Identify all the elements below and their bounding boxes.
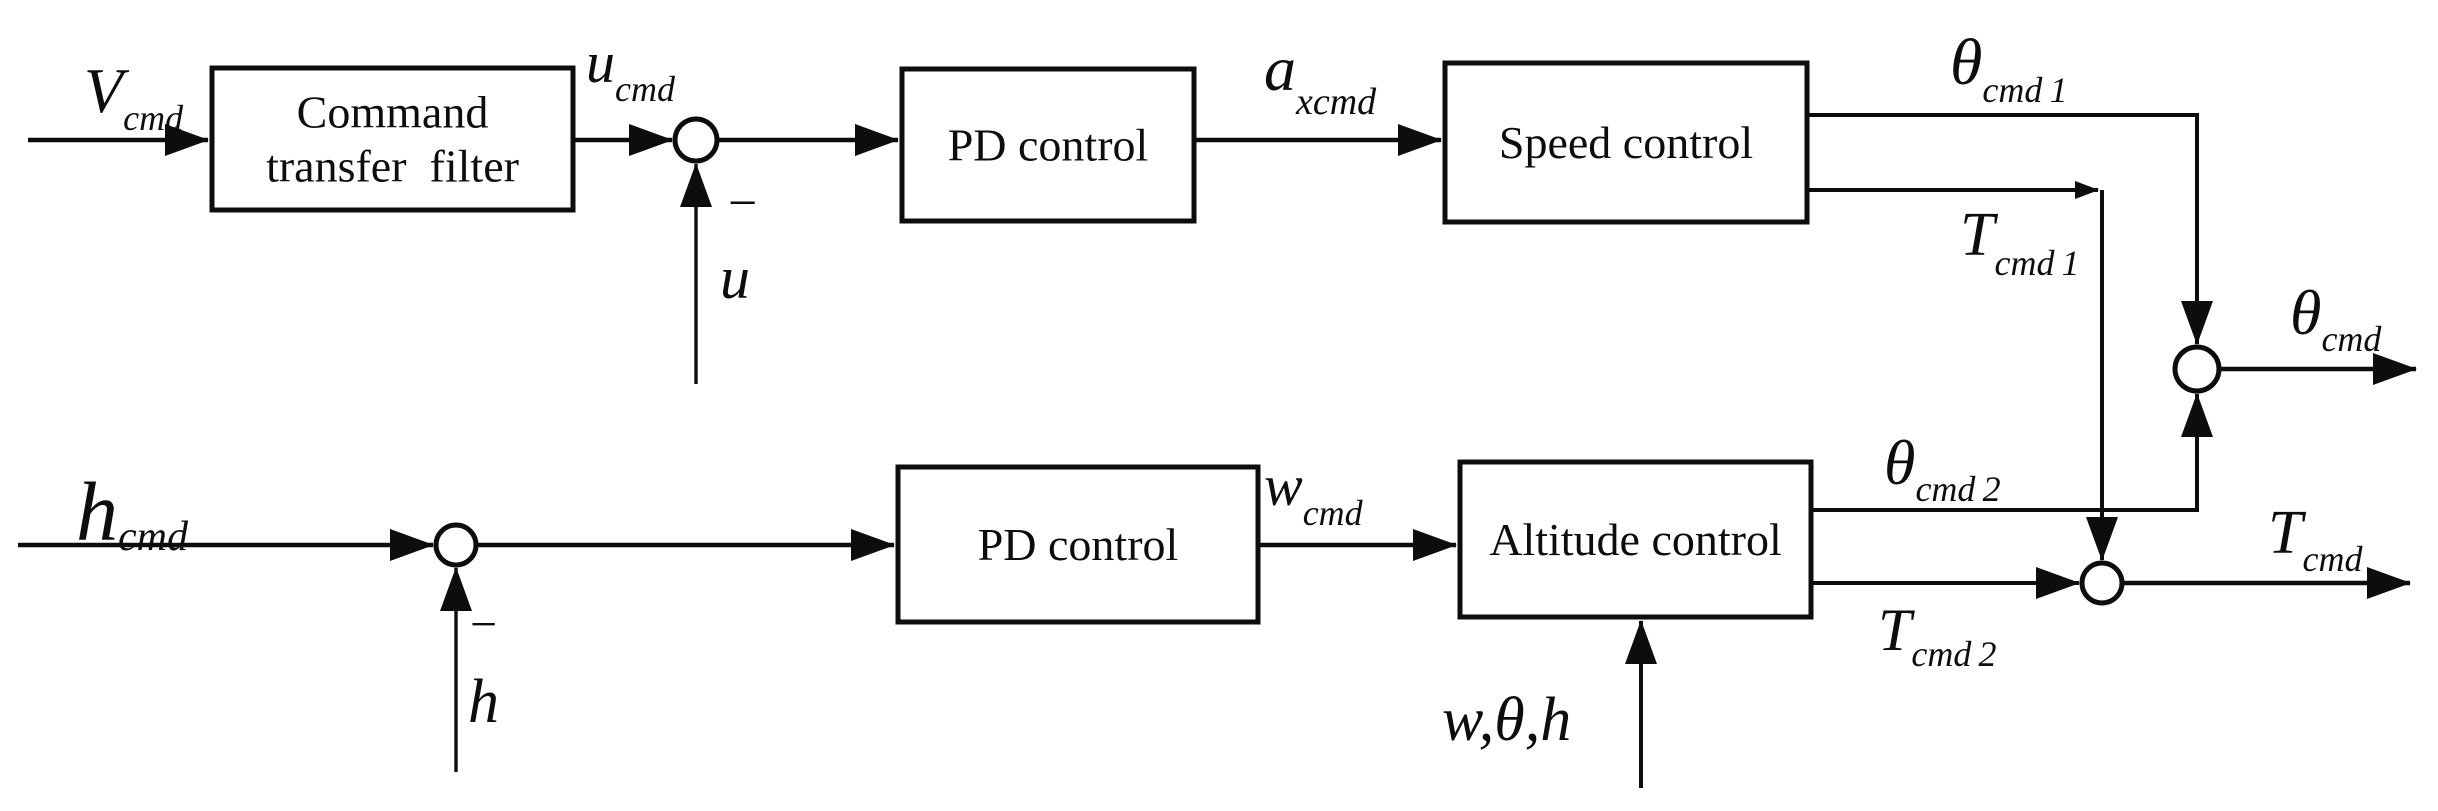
box-pd-control-speed-label: PD control xyxy=(948,120,1149,171)
box-command-transfer-filter-frame xyxy=(209,65,576,213)
box-altitude-control: Altitude control xyxy=(1457,459,1814,620)
box-speed-control-label: Speed control xyxy=(1499,117,1753,168)
label-theta-cmd1: θcmd 1 xyxy=(1950,26,2068,110)
junction-sum-thrust xyxy=(2079,560,2125,606)
edge-theta-cmd2-path xyxy=(1811,393,2213,512)
box-pd-control-altitude-label: PD control xyxy=(978,519,1179,570)
label-t-cmd: Tcmd xyxy=(2268,499,2363,579)
box-speed-control: Speed control xyxy=(1442,60,1810,225)
box-altitude-control-label: Altitude control xyxy=(1489,514,1782,565)
box-pd-control-altitude: PD control xyxy=(895,464,1261,625)
junction-sum-u xyxy=(672,116,720,164)
label-u-feedback-label: u xyxy=(720,245,750,311)
label-h-feedback-label: h xyxy=(468,668,499,736)
box-command-transfer-filter-label: transfer filter xyxy=(266,141,519,192)
box-pd-control-speed: PD control xyxy=(899,66,1197,224)
summing-junctions xyxy=(433,116,2222,606)
label-w-theta-h: w,θ,h xyxy=(1442,686,1571,754)
label-theta-cmd: θcmd xyxy=(2290,277,2382,359)
junction-sum-h xyxy=(433,522,479,568)
label-a-xcmd: axcmd xyxy=(1264,33,1377,123)
label-t-cmd2: Tcmd 2 xyxy=(1878,597,1997,674)
box-altitude-control-frame xyxy=(1457,459,1814,620)
junction-sum-theta xyxy=(2172,344,2222,394)
label-w-cmd: wcmd xyxy=(1264,453,1364,533)
label-h-cmd: hcmd xyxy=(76,466,189,560)
label-t-cmd1: Tcmd 1 xyxy=(1960,201,2080,283)
box-command-transfer-filter-label: Command xyxy=(297,87,489,138)
label-u-cmd: ucmd xyxy=(586,30,676,109)
signal-lines xyxy=(18,113,2417,788)
edge-theta-cmd1-path xyxy=(1807,113,2213,345)
signal-labels: Vcmd ucmd − u axcmd θcmd 1 Tcmd 1 θcmd θcmd 2 Tcm… xyxy=(76,26,2382,754)
label-v-cmd: Vcmd xyxy=(84,55,184,138)
label-theta-cmd2: θcmd 2 xyxy=(1884,427,2001,509)
label-minus-sign-h: − xyxy=(470,598,497,651)
box-pd-control-speed-frame xyxy=(899,66,1197,224)
label-minus-sign-u: − xyxy=(728,175,757,232)
box-speed-control-frame xyxy=(1442,60,1810,225)
box-pd-control-altitude-frame xyxy=(895,464,1261,625)
